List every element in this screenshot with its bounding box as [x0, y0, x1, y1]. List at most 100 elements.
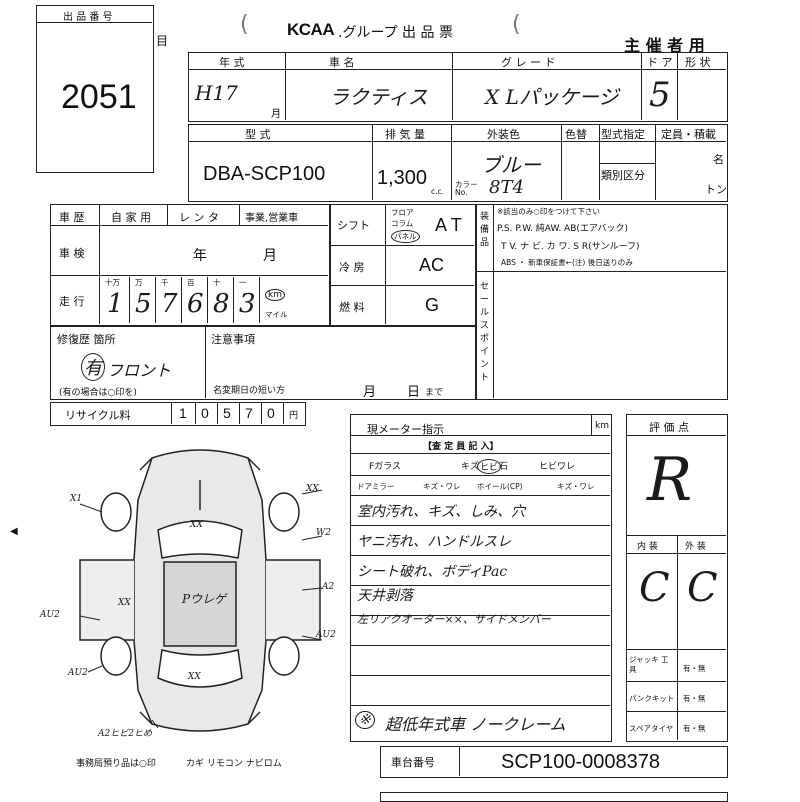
- mileage-digit: 6: [187, 289, 204, 319]
- mile-unit: マイル: [265, 310, 288, 319]
- office-label: 事務局預り品は○印: [76, 759, 156, 769]
- diagram-mark: XX: [118, 598, 131, 608]
- lot-number: 2051: [61, 78, 137, 116]
- tons-unit: トン: [705, 183, 727, 196]
- diagram-mark: A2ヒビ2ヒめ: [98, 729, 152, 739]
- coat-label: 色替: [565, 128, 587, 141]
- model-label: 型 式: [245, 128, 271, 141]
- class-label: 類別区分: [601, 169, 645, 182]
- diagram-mark: AU2: [316, 630, 336, 640]
- recycle-label: リサイクル料: [65, 409, 131, 422]
- grade-block: 評 価 点 R 内 装 外 装 C C ジャッキ 工 具 有・無 パンクキット …: [626, 414, 728, 742]
- wheel-label: ホイール(CP): [477, 482, 523, 491]
- spec-label: 型式指定: [601, 128, 645, 141]
- glass-label: Fガラス: [369, 462, 401, 472]
- bottom-edge-box: [380, 792, 728, 802]
- ac-label: 冷 房: [339, 261, 365, 274]
- glass-scratch: キズ: [461, 462, 480, 472]
- lot-fragment: 目: [156, 34, 169, 48]
- spare-label: スペアタイヤ: [629, 724, 674, 733]
- diagram-mark: X1: [70, 494, 83, 504]
- office-items: カギ リモコン ナビロム: [186, 759, 282, 769]
- jack-yn: 有・無: [683, 664, 706, 673]
- name-change-label: 名変期日の短い方: [213, 386, 286, 396]
- model-value: DBA-SCP100: [203, 163, 326, 185]
- diagram-mark: AU2: [40, 610, 60, 620]
- car-wheels: [100, 492, 300, 676]
- mileage-digit: 3: [239, 289, 256, 319]
- year-value: H17: [195, 81, 238, 105]
- diagram-mark: XX: [188, 672, 201, 682]
- color-label: 外装色: [487, 128, 520, 141]
- glass-crack: ヒビ: [477, 459, 502, 474]
- chassis-block: 車台番号 SCP100-0008378: [380, 746, 728, 778]
- mirror-label: ドアミラー: [357, 482, 395, 491]
- recycle-digit: 5: [223, 405, 231, 421]
- km-unit: km: [265, 289, 285, 301]
- equipment-line-2: T V. ナ ビ. カ ワ. S R(サンルーフ): [501, 242, 640, 252]
- caution-until: まで: [425, 388, 444, 398]
- mileage-digit: 5: [135, 289, 152, 319]
- meter-unit: km: [595, 421, 609, 431]
- recycle-digit: 7: [245, 405, 253, 421]
- header-bracket-icon: (: [512, 12, 521, 37]
- inspector-label: 【査 定 員 記 入】: [423, 442, 499, 452]
- grade-value: X Lパッケージ: [485, 85, 619, 109]
- car-name-value: ラクティス: [329, 85, 428, 109]
- inspection-month: 月: [263, 248, 277, 264]
- edge-arrow-icon: ◀: [10, 526, 18, 537]
- diagram-mark: XX: [190, 520, 203, 530]
- caution-month: 月: [363, 385, 377, 400]
- history-rental: レ ン タ: [179, 211, 219, 224]
- shape-label: 形 状: [685, 56, 711, 69]
- diagram-mark: AU2: [68, 668, 88, 678]
- mileage-digit: 1: [107, 289, 124, 319]
- color-no-label: カラー No.: [455, 180, 478, 197]
- recycle-digit: 0: [201, 405, 209, 421]
- wheel-opts: キズ・ワレ: [557, 482, 595, 491]
- capacity-label: 定員・積載: [661, 128, 716, 141]
- recycle-block: リサイクル料 1 0 5 7 0 円: [50, 402, 306, 426]
- glass-stone: 石: [499, 462, 509, 472]
- unit-1k: 千: [161, 278, 169, 287]
- repair-caution-block: 修復歴 箇所 有 フロント (有の場合は○印を) 注意事項 名変期日の短い方 月…: [50, 326, 476, 400]
- chassis-value: SCP100-0008378: [501, 751, 661, 773]
- sales-point-label: セールスポイント: [480, 282, 490, 383]
- unit-10k: 万: [135, 278, 143, 287]
- inspector-note: ヤニ汚れ、ハンドルスレ: [357, 534, 512, 550]
- vehicle-row-2: 型 式 排 気 量 外装色 色替 型式指定 類別区分 定員・積載 名 トン DB…: [188, 124, 728, 202]
- details-block: 車 歴 自 家 用 レ ン タ 事業,営業車 車 検 年 月 走 行 十万 万 …: [50, 204, 330, 326]
- recycle-digit: 1: [179, 405, 187, 421]
- lot-number-box: 出 品 番 号 2051: [36, 5, 154, 173]
- mileage-label: 走 行: [59, 295, 85, 308]
- diagram-mark: W2: [316, 528, 331, 538]
- grade-label: 評 価 点: [649, 421, 689, 434]
- diagram-mark: XX: [306, 484, 319, 494]
- repair-note: (有の場合は○印を): [59, 388, 137, 398]
- equipment-line-3: ABS ・ 新車保証書←(注) 後日送りのみ: [501, 258, 633, 267]
- puncture-yn: 有・無: [683, 694, 706, 703]
- history-business: 事業,営業車: [245, 213, 299, 224]
- disp-value: 1,300: [377, 167, 428, 189]
- unit-1: 一: [239, 278, 247, 287]
- shift-column: コラム: [391, 219, 414, 228]
- equipment-line-1: P.S. P.W. 純AW. AB(エアバック): [497, 224, 629, 234]
- remark-marker-icon: ※: [355, 711, 375, 729]
- meter-label: 現メーター指示: [367, 423, 444, 436]
- inspector-remark: 超低年式車 ノークレーム: [385, 715, 566, 734]
- shift-value: A T: [435, 215, 462, 235]
- mirror-opts: キズ・ワレ: [423, 482, 461, 491]
- shift-floor: フロア: [391, 208, 414, 217]
- exterior-label: 外 装: [685, 542, 706, 552]
- grade-score: R: [647, 445, 693, 515]
- unit-100k: 十万: [105, 278, 120, 287]
- equipment-label: 装備品: [480, 212, 490, 248]
- caution-label: 注意事項: [211, 333, 255, 346]
- interior-grade: C: [639, 565, 670, 611]
- glass-crack2: ヒビワレ: [539, 462, 576, 472]
- caution-day: 日: [407, 385, 421, 400]
- diagram-center-label: Pウレゲ: [182, 592, 227, 606]
- disp-label: 排 気 量: [385, 128, 425, 141]
- repair-area: フロント: [107, 361, 172, 380]
- equipment-note: ※該当のみ○印をつけて下さい: [497, 207, 600, 216]
